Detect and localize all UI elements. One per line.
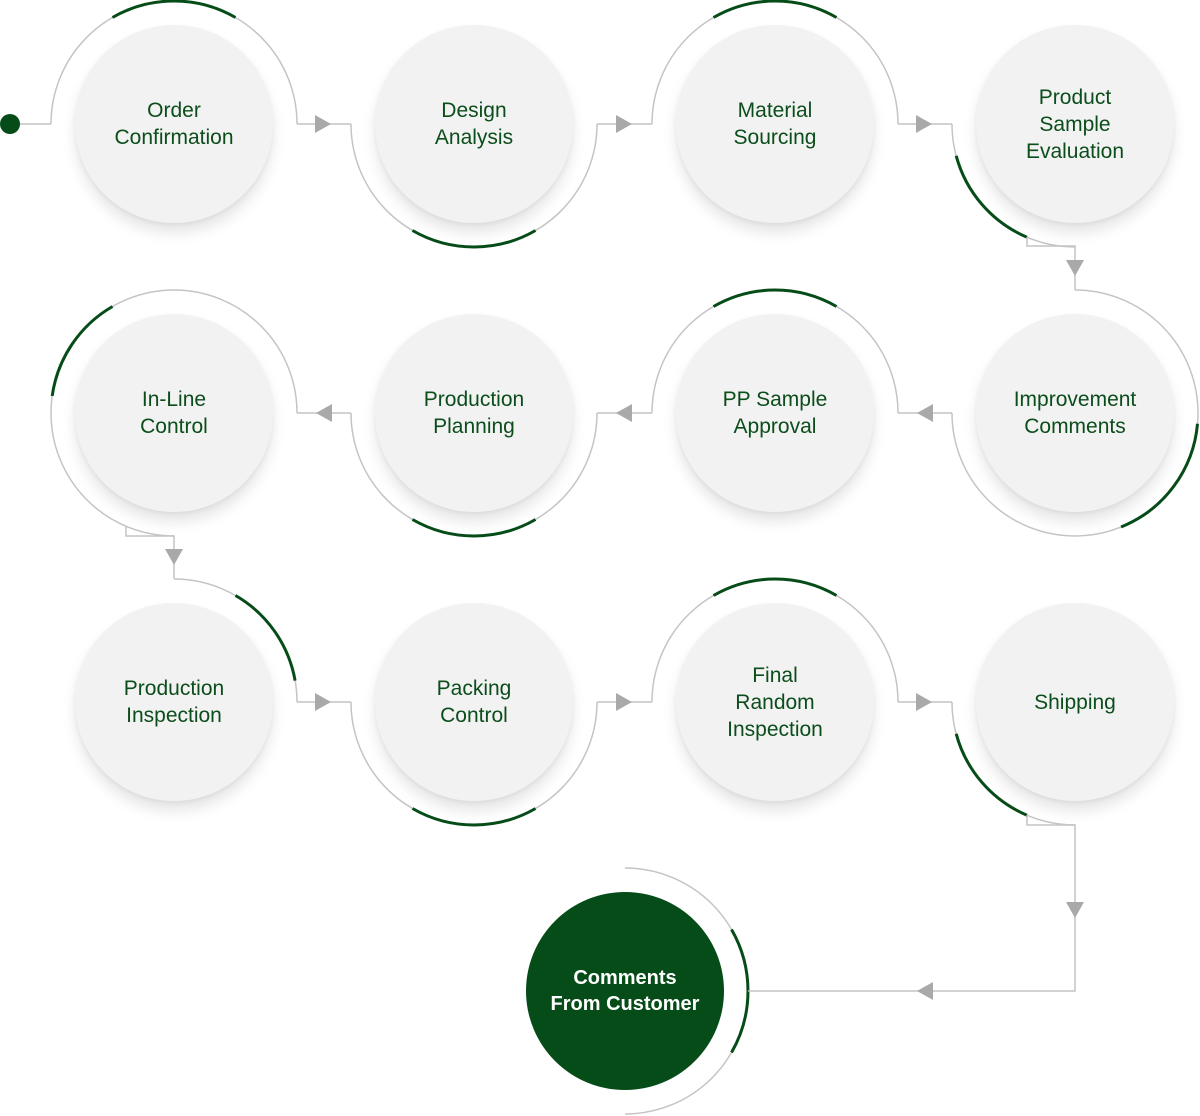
accent-arc <box>730 928 750 1054</box>
step-production-planning: Production Planning <box>375 314 573 512</box>
step-label: Final Random Inspection <box>727 663 823 741</box>
step-product-sample-evaluation: Product Sample Evaluation <box>976 25 1174 223</box>
arrow-right <box>916 115 932 133</box>
arrow-right <box>315 693 331 711</box>
step-comments-from-customer: Comments From Customer <box>526 892 724 1090</box>
step-label: Production Inspection <box>123 677 225 727</box>
arrow-down <box>1066 260 1084 276</box>
step-label: Production Planning <box>423 388 525 438</box>
step-label: In-Line Control <box>140 388 208 438</box>
step-shipping: Shipping <box>976 603 1174 801</box>
accent-arc <box>954 733 1028 817</box>
start-dot <box>0 114 20 134</box>
step-improvement-comments: Improvement Comments <box>976 314 1174 512</box>
step-label: Design Analysis <box>434 99 514 149</box>
accent-arc <box>712 288 838 308</box>
arrow-left <box>917 982 933 1000</box>
connector-line <box>748 815 1076 992</box>
step-label: Packing Control <box>436 677 512 727</box>
accent-arc <box>234 594 297 681</box>
accent-arc <box>712 0 838 19</box>
accent-arc <box>411 229 537 249</box>
step-production-inspection: Production Inspection <box>75 603 273 801</box>
step-label: Improvement Comments <box>1013 388 1137 438</box>
step-label: Shipping <box>1034 690 1116 714</box>
step-design-analysis: Design Analysis <box>375 25 573 223</box>
arrow-right <box>616 693 632 711</box>
step-packing-control: Packing Control <box>375 603 573 801</box>
arrow-left <box>316 404 332 422</box>
accent-arc <box>712 577 838 597</box>
arrow-right <box>315 115 331 133</box>
step-pp-sample-approval: PP Sample Approval <box>676 314 874 512</box>
arrow-down <box>165 549 183 565</box>
step-in-line-control: In-Line Control <box>75 314 273 512</box>
step-label: Order Confirmation <box>114 99 234 149</box>
arrow-left <box>917 404 933 422</box>
accent-arc <box>411 518 537 538</box>
step-final-random-inspection: Final Random Inspection <box>676 603 874 801</box>
step-label: Comments From Customer <box>550 967 700 1015</box>
accent-arc <box>954 155 1028 239</box>
accent-arc <box>50 305 114 397</box>
step-label: PP Sample Approval <box>722 388 828 438</box>
arrow-left <box>616 404 632 422</box>
step-material-sourcing: Material Sourcing <box>676 25 874 223</box>
accent-arc <box>411 807 537 827</box>
step-label: Material Sourcing <box>733 99 817 149</box>
accent-arc <box>111 0 237 19</box>
step-label: Product Sample Evaluation <box>1025 85 1125 163</box>
arrow-down <box>1066 902 1084 918</box>
step-order-confirmation: Order Confirmation <box>75 25 273 223</box>
arrow-right <box>616 115 632 133</box>
arrow-right <box>916 693 932 711</box>
accent-arc <box>1120 423 1199 529</box>
